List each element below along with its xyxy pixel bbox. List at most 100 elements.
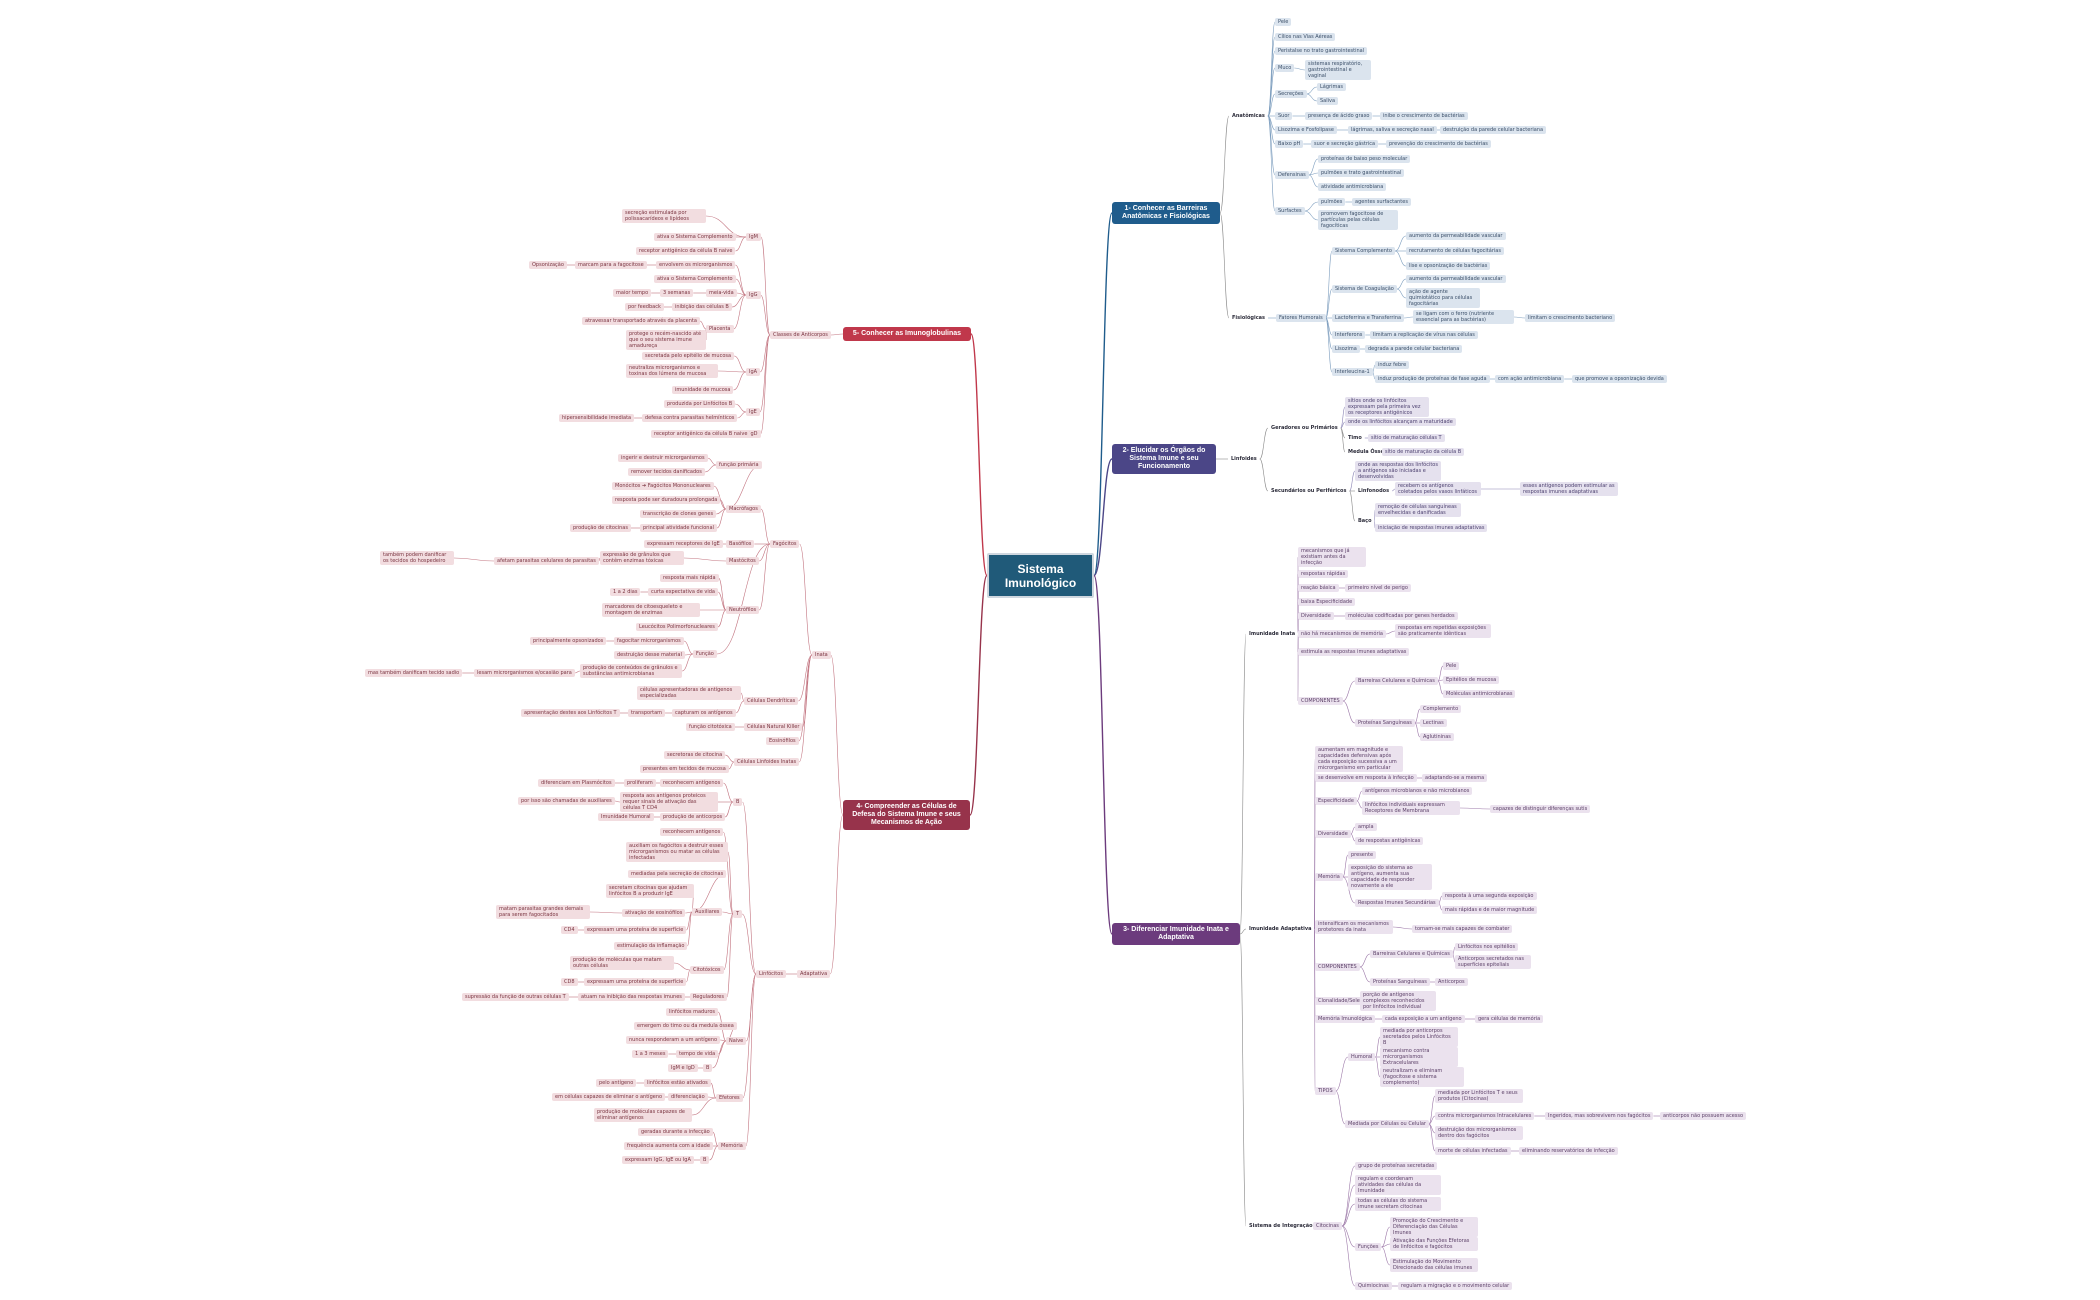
node-peristalse[interactable]: Peristalse no trato gastrointestinal <box>1275 47 1368 55</box>
node-lact1[interactable]: se ligam com o ferro (nutriente essencia… <box>1413 310 1514 324</box>
node-muco[interactable]: Muco <box>1275 64 1295 72</box>
node-ad2[interactable]: se desenvolve em resposta à infecção <box>1315 774 1417 782</box>
node-bcq[interactable]: Barreiras Celulares e Químicas <box>1355 677 1438 685</box>
node-comp1[interactable]: aumento da permeabilidade vascular <box>1406 232 1506 240</box>
node-ph-t[interactable]: suor e secreção gástrica <box>1311 140 1379 148</box>
node-coag2[interactable]: ação de agente quimiotático para células… <box>1406 288 1480 308</box>
node-ilm[interactable]: Células Linfoides Inatas <box>734 758 800 766</box>
node-def1[interactable]: proteínas de baixo peso molecular <box>1318 155 1411 163</box>
node-ger1[interactable]: sítios onde os linfócitos expressam pela… <box>1345 397 1429 417</box>
node-memoria-imunologica[interactable]: Memória Imunológica <box>1315 1015 1375 1023</box>
node-fagocitos[interactable]: Fagócitos <box>770 540 800 548</box>
node-sistema-integracao[interactable]: Sistema de Integração <box>1249 1223 1313 1229</box>
node-ige1[interactable]: produzida por Linfócitos B <box>664 400 736 408</box>
node-f1[interactable]: Promoção do Crescimento e Diferenciação … <box>1390 1217 1478 1237</box>
node-fisiologicas[interactable]: Fisiológicas <box>1232 315 1266 321</box>
node-div2[interactable]: de respostas antigênicas <box>1355 837 1424 845</box>
node-esp1[interactable]: antígenos microbianos e não microbianos <box>1362 787 1473 795</box>
node-nk[interactable]: Células Natural Killer <box>744 723 803 731</box>
node-memi1[interactable]: cada exposição a um antígeno <box>1382 1015 1465 1023</box>
node-fn3[interactable]: produção de conteúdos de grânulos e subs… <box>580 664 682 678</box>
node-dend1[interactable]: células apresentadoras de antígenos espe… <box>637 686 741 700</box>
node-anatomicas[interactable]: Anatômicas <box>1232 113 1265 119</box>
node-b2b[interactable]: por isso são chamadas de auxiliares <box>518 797 615 805</box>
node-memoria-cel[interactable]: Memória <box>718 1142 746 1150</box>
node-timo-t[interactable]: sítio de maturação células T <box>1368 434 1445 442</box>
node-mo3[interactable]: B <box>700 1156 710 1164</box>
node-in4[interactable]: baixa Especificidade <box>1298 598 1356 606</box>
node-mac3[interactable]: Monócitos ➔ Fagócitos Mononucleares <box>612 482 714 490</box>
node-aux1[interactable]: mediadas pela secreção de citocinas <box>628 870 727 878</box>
node-ilm1[interactable]: secretoras de citocina <box>664 751 726 759</box>
node-cel-b[interactable]: B <box>733 798 743 806</box>
node-ci1[interactable]: grupo de proteínas secretadas <box>1355 1162 1438 1170</box>
node-citotoxicos[interactable]: Citotóxicos <box>690 966 724 974</box>
node-complemento[interactable]: Sistema Complemento <box>1332 247 1395 255</box>
node-bcq3[interactable]: Moléculas antimicrobianas <box>1443 690 1516 698</box>
node-neut4[interactable]: Leucócitos Polimorfonucleares <box>636 623 718 631</box>
node-mem3b[interactable]: mais rápidas e de maior magnitude <box>1442 906 1538 914</box>
node-ef2b[interactable]: em células capazes de eliminar o antígen… <box>552 1093 666 1101</box>
node-igm2[interactable]: ativa o Sistema Complemento <box>654 233 736 241</box>
hub-imunoglobulinas[interactable]: 5- Conhecer as Imunoglobulinas <box>843 327 971 341</box>
node-macrofagos[interactable]: Macrófagos <box>726 505 761 513</box>
node-il3[interactable]: com ação antimicrobiana <box>1495 375 1565 383</box>
node-clon1[interactable]: porção de antígenos complexos reconhecid… <box>1360 991 1436 1011</box>
node-ph-t2[interactable]: prevenção do crescimento de bactérias <box>1386 140 1491 148</box>
node-mo2[interactable]: frequência aumenta com a idade <box>624 1142 713 1150</box>
node-surf3[interactable]: promovem fagocitose de partículas pelas … <box>1318 210 1398 230</box>
node-lact2[interactable]: limitam o crescimento bacteriano <box>1525 314 1616 322</box>
node-tipos[interactable]: TIPOS <box>1315 1087 1336 1095</box>
node-nv4[interactable]: tempo de vida <box>676 1050 719 1058</box>
hub-orgaos[interactable]: 2- Elucidar os Órgãos do Sistema Imune e… <box>1112 444 1216 474</box>
node-surf2[interactable]: agentes surfactantes <box>1352 198 1411 206</box>
node-defensinas[interactable]: Defensinas <box>1275 171 1309 179</box>
node-igg2[interactable]: ativa o Sistema Complemento <box>654 275 736 283</box>
node-igm3[interactable]: receptor antigênico da célula B naive <box>636 247 736 255</box>
node-mem2[interactable]: exposição do sistema ao antígeno, aument… <box>1348 864 1432 890</box>
node-mac6b[interactable]: produção de citocinas <box>570 524 631 532</box>
node-mac1[interactable]: ingerir e destruir microrganismos <box>618 454 708 462</box>
node-basofilos[interactable]: Basófilos <box>726 540 755 548</box>
node-nv5b[interactable]: B <box>703 1064 713 1072</box>
node-reg1b[interactable]: supressão da função de outras células T <box>462 993 569 1001</box>
node-aux3b[interactable]: matam parasitas grandes demais para sere… <box>496 905 590 919</box>
node-funcoes[interactable]: Funções <box>1355 1243 1382 1251</box>
node-mast3[interactable]: também podem danificar os tecidos do hos… <box>380 551 454 565</box>
node-mac4[interactable]: resposta pode ser duradoura prolongada <box>612 496 721 504</box>
node-t2[interactable]: auxiliam os fagócitos a destruir esses m… <box>626 842 728 862</box>
node-nk1[interactable]: função citotóxica <box>686 723 735 731</box>
node-il1[interactable]: induz febre <box>1375 361 1410 369</box>
node-ps3[interactable]: Aglutininas <box>1420 733 1454 741</box>
node-pele[interactable]: Pele <box>1275 18 1292 26</box>
node-iga3[interactable]: imunidade de mucosa <box>672 386 734 394</box>
node-nv1[interactable]: linfócitos maduros <box>666 1008 719 1016</box>
node-especificidade[interactable]: Especificidade <box>1315 797 1357 805</box>
node-comp3[interactable]: lise e opsonização de bactérias <box>1406 262 1491 270</box>
node-mo3b[interactable]: expressam IgG, IgE ou IgA <box>622 1156 694 1164</box>
node-mac5[interactable]: transcrição de clones genes <box>640 510 717 518</box>
node-clonalidade[interactable]: Clonalidade/Seleção <box>1315 997 1372 1005</box>
node-humoral[interactable]: Humoral <box>1348 1053 1376 1061</box>
node-neutrofilos[interactable]: Neutrófilos <box>726 606 760 614</box>
node-b1c[interactable]: diferenciam em Plasmócitos <box>538 779 615 787</box>
node-neut1[interactable]: resposta mais rápida <box>660 574 719 582</box>
node-aux4[interactable]: expressam uma proteína de superfície <box>584 926 687 934</box>
node-ige2b[interactable]: hipersensibilidade imediata <box>559 414 635 422</box>
node-comp2[interactable]: recrutamento de células fagocitárias <box>1406 247 1504 255</box>
node-celular[interactable]: Mediada por Células ou Celular <box>1345 1120 1429 1128</box>
node-suor-t2[interactable]: inibe o crescimento de bactérias <box>1380 112 1468 120</box>
node-cel1[interactable]: mediada por Linfócitos T e seus produtos… <box>1435 1089 1523 1103</box>
node-lisozima2[interactable]: Lisozima <box>1332 345 1360 353</box>
node-lisozima-t[interactable]: lágrimas, saliva e secreção nasal <box>1348 126 1437 134</box>
node-igg1c[interactable]: Opsonização <box>529 261 567 269</box>
node-nv2[interactable]: emergem do timo ou da medula óssea <box>634 1022 737 1030</box>
node-mem1[interactable]: presente <box>1348 851 1377 859</box>
node-hum2[interactable]: mecanismo contra microrganismos Extracel… <box>1380 1047 1458 1067</box>
node-fn1b[interactable]: principalmente opsonizados <box>530 637 607 645</box>
node-nv5[interactable]: IgM e IgD <box>668 1064 698 1072</box>
node-secundarios[interactable]: Secundários ou Periféricos <box>1271 488 1347 494</box>
node-interf1[interactable]: limitam a replicação de vírus nas célula… <box>1370 331 1478 339</box>
node-citocinas[interactable]: Citocinas <box>1313 1222 1342 1230</box>
node-coag1[interactable]: aumento da permeabilidade vascular <box>1406 275 1506 283</box>
